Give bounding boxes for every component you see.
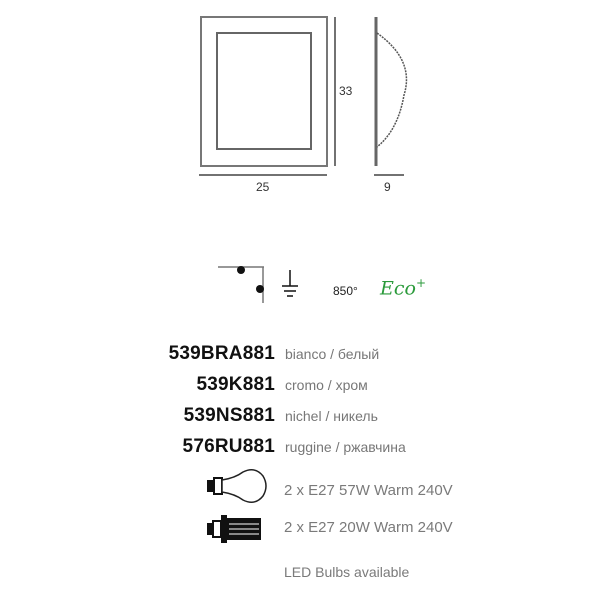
eco-plus-sup: + xyxy=(415,276,427,290)
product-finish: nichel / никель xyxy=(285,408,378,424)
width-dimension-label: 25 xyxy=(256,180,270,194)
eco-plus-icon: Eco+ xyxy=(380,276,426,299)
led-note: LED Bulbs available xyxy=(284,564,410,580)
mounting-symbol-icon xyxy=(214,263,264,308)
incandescent-bulb-icon xyxy=(205,468,269,509)
height-dimension-label: 33 xyxy=(339,84,353,98)
product-code: 539BRA881 xyxy=(168,343,275,364)
product-row: 539K881 cromo / хром xyxy=(95,374,455,398)
temperature-label: 850° xyxy=(333,284,358,298)
product-code: 576RU881 xyxy=(182,436,275,457)
product-row: 576RU881 ruggine / ржавчина xyxy=(95,436,455,460)
front-view-drawing xyxy=(199,16,408,176)
product-row: 539NS881 nichel / никель xyxy=(95,405,455,429)
product-row: 539BRA881 bianco / белый xyxy=(95,343,455,367)
bulb-spec: 2 x E27 20W Warm 240V xyxy=(284,519,453,536)
product-code: 539NS881 xyxy=(183,405,275,426)
bulb-spec: 2 x E27 57W Warm 240V xyxy=(284,482,453,499)
product-code: 539K881 xyxy=(196,374,275,395)
cfl-bulb-icon xyxy=(205,513,269,550)
technical-drawing xyxy=(190,0,410,210)
eco-label: Eco xyxy=(380,277,416,300)
product-finish: cromo / хром xyxy=(285,377,368,393)
depth-dimension-label: 9 xyxy=(384,180,391,194)
ground-symbol-icon xyxy=(280,268,300,305)
product-finish: ruggine / ржавчина xyxy=(285,439,406,455)
product-finish: bianco / белый xyxy=(285,346,380,362)
